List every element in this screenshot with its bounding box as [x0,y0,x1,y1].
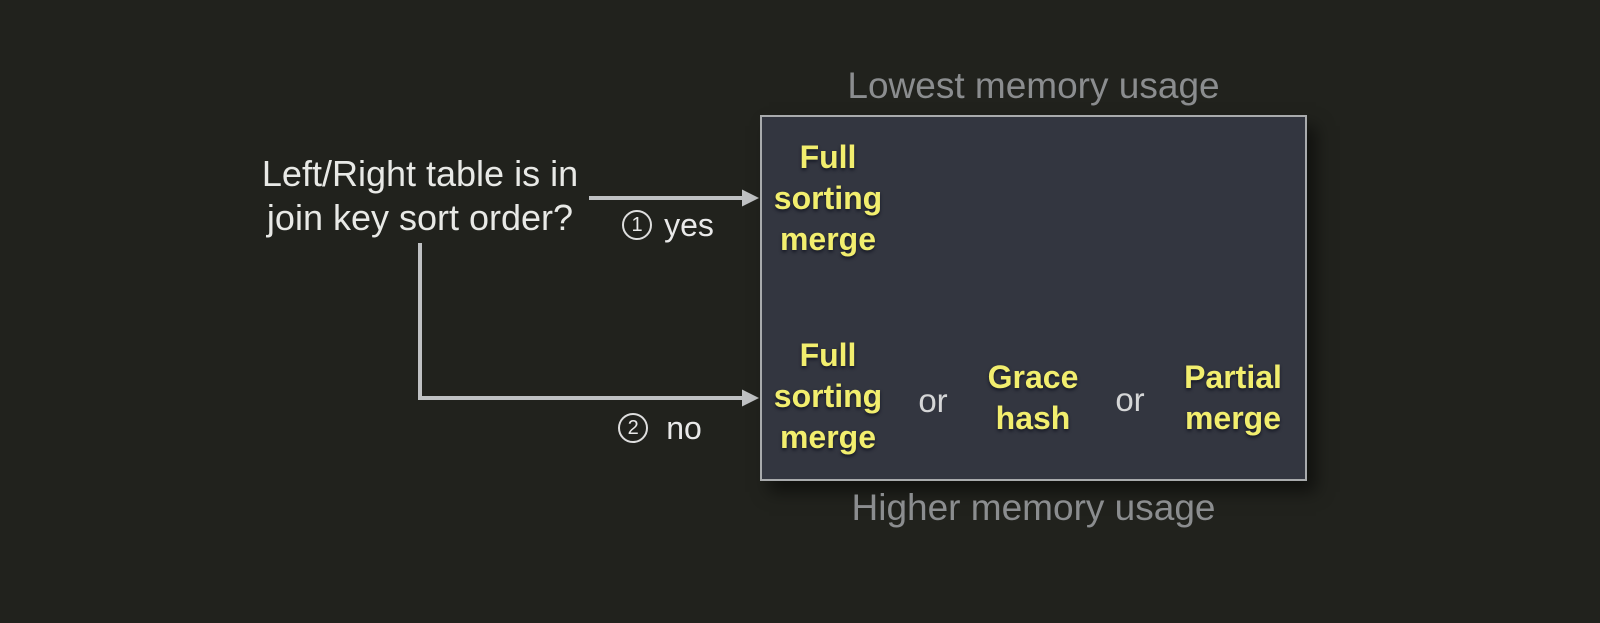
option-line: Grace [987,359,1079,395]
yes-label-text: yes [664,207,714,243]
circled-two-icon: 2 [618,413,649,443]
branch-label-yes: 1 yes [598,205,738,245]
option-line: Full [799,139,857,175]
yes-arrow [589,189,759,207]
question-line-2: join key sort order? [266,197,574,238]
option-line: hash [995,400,1071,436]
algorithm-box: Full sorting merge Full sorting merge or… [760,115,1307,481]
circled-one-icon: 1 [622,210,653,240]
no-label-text: no [666,410,702,446]
option-line: sorting [773,180,883,216]
or-separator-1: or [918,382,948,419]
option-line: sorting [773,378,883,414]
option-line: merge [779,419,877,455]
option-partial-merge: Partial merge [1163,357,1303,439]
or-separator-2: or [1115,381,1145,418]
caption-higher-memory: Higher memory usage [851,487,1216,528]
option-line: merge [779,221,877,257]
option-line: Partial [1184,359,1282,395]
option-full-sorting-merge-unsorted: Full sorting merge [762,335,894,458]
option-line: Full [799,337,857,373]
question-text: Left/Right table is in join key sort ord… [230,152,610,240]
caption-lowest-memory: Lowest memory usage [847,65,1220,106]
option-line: merge [1184,400,1282,436]
branch-label-no: 2 no [590,408,730,448]
option-grace-hash: Grace hash [963,357,1103,439]
no-elbow-arrow [418,243,759,407]
question-line-1: Left/Right table is in [261,153,579,194]
option-full-sorting-merge-sorted: Full sorting merge [762,137,894,260]
